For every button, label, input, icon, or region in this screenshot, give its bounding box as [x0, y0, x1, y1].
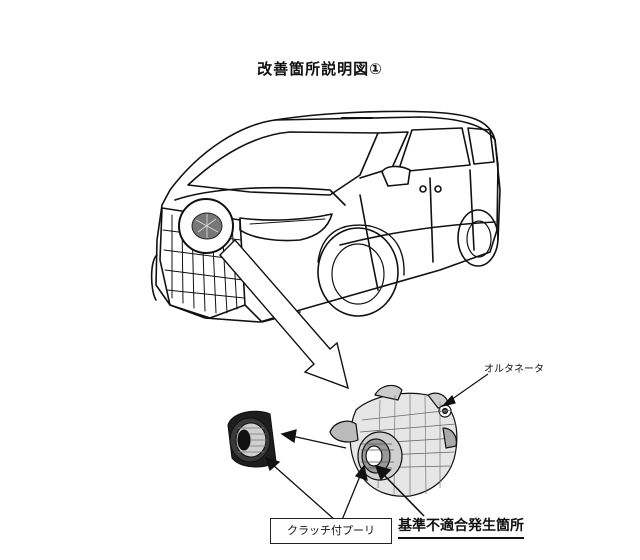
alternator-leader — [441, 373, 489, 408]
clutch-pulley-label: クラッチ付プーリ — [270, 518, 392, 544]
defect-location-label: 基準不適合発生箇所 — [398, 515, 524, 539]
diagram-title: 改善箇所説明図① — [257, 60, 383, 78]
pulley-label-leaders — [264, 457, 368, 521]
car-illustration — [150, 110, 501, 323]
clutch-pulley-illustration — [227, 410, 277, 468]
arrow — [280, 429, 347, 449]
alternator-illustration — [329, 384, 458, 497]
arrow — [219, 238, 349, 390]
defect-leader — [374, 464, 425, 517]
highlight-circle — [178, 198, 234, 254]
alternator-label: オルタネータ — [484, 364, 544, 375]
